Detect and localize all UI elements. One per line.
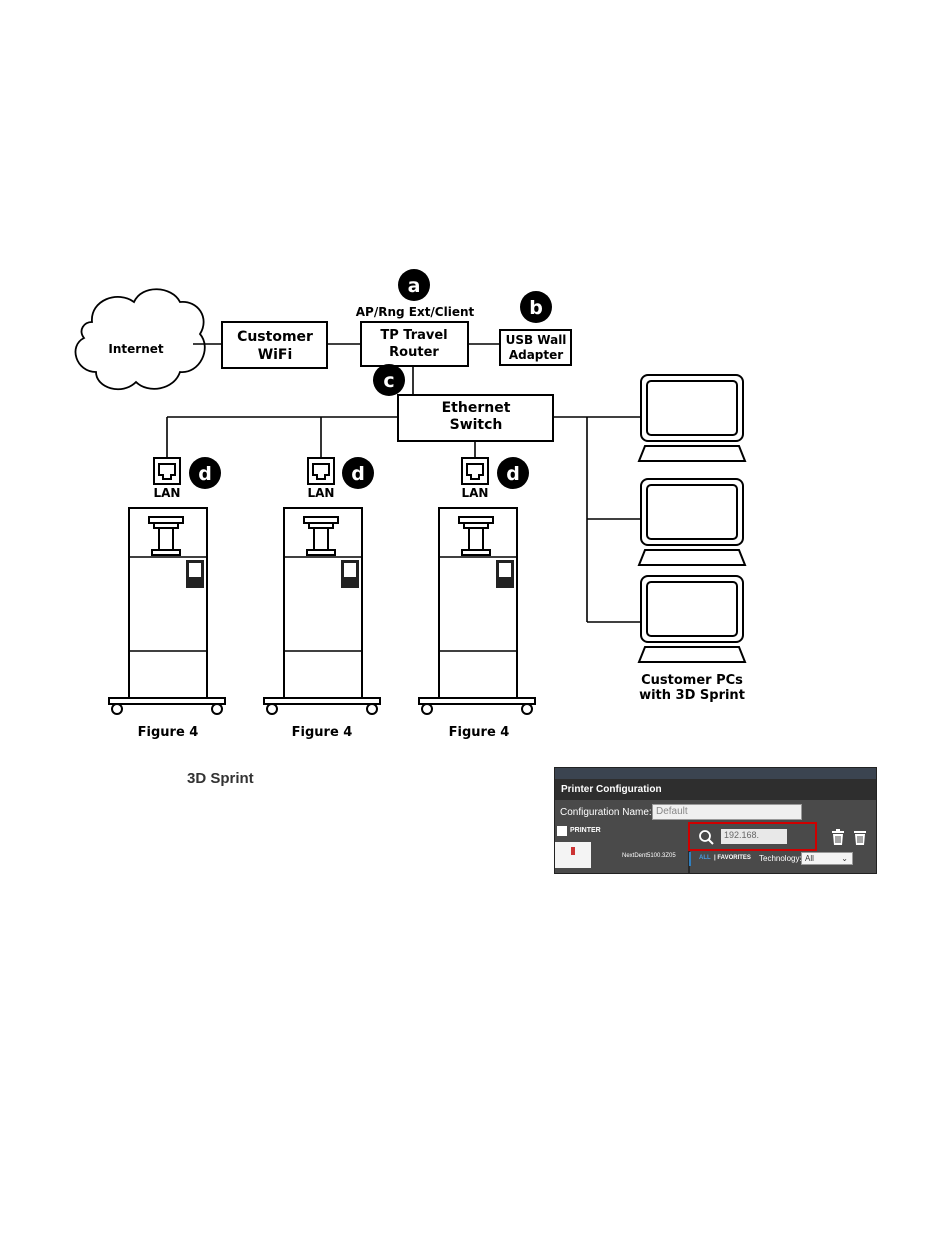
switch-label-line1: Ethernet <box>442 400 511 416</box>
printer-caption-2: Figure 4 <box>292 725 353 740</box>
lan-label-1: LAN <box>154 486 181 500</box>
lan-label-3: LAN <box>462 486 489 500</box>
configuration-name-label: Configuration Name: <box>560 807 652 818</box>
printer-illustration-1 <box>109 508 225 714</box>
ip-address-input[interactable]: 192.168. <box>721 829 787 844</box>
badge-c-label: c <box>383 370 394 392</box>
printer-thumbnail-mark <box>571 847 575 855</box>
customer-pc-2 <box>639 479 745 565</box>
tab-favorites[interactable]: | FAVORITES <box>714 855 751 861</box>
badge-a-label: a <box>408 275 421 297</box>
search-icon[interactable] <box>698 829 714 845</box>
printer-configuration-title: Printer Configuration <box>555 779 876 800</box>
trash-icon[interactable] <box>831 829 845 845</box>
badge-d-1-label: d <box>198 463 212 485</box>
printer-illustration-3 <box>419 508 535 714</box>
switch-label-line2: Switch <box>450 417 503 433</box>
badge-d-3: d <box>497 457 529 489</box>
lan-port-icon-3 <box>462 458 488 484</box>
internet-label: Internet <box>108 342 163 356</box>
active-tab-indicator <box>689 852 691 866</box>
badge-d-2-label: d <box>351 463 365 485</box>
section-heading: 3D Sprint <box>187 770 254 787</box>
badge-a: a <box>398 269 430 301</box>
pcs-caption-line2: with 3D Sprint <box>639 688 745 703</box>
badge-c: c <box>373 364 405 396</box>
printer-icon <box>557 826 567 836</box>
usb-adapter-label-line1: USB Wall <box>506 333 567 347</box>
customer-wifi-label-line2: WiFi <box>258 347 293 363</box>
printer-illustration-2 <box>264 508 380 714</box>
delete-all-icon[interactable] <box>852 829 868 845</box>
customer-wifi-label-line1: Customer <box>237 329 313 345</box>
badge-b-label: b <box>529 297 543 319</box>
lan-label-2: LAN <box>308 486 335 500</box>
window-top-strip <box>555 768 876 779</box>
customer-pc-1 <box>639 375 745 461</box>
printer-configuration-screenshot: Printer Configuration Configuration Name… <box>554 767 877 874</box>
technology-label: Technology: <box>759 854 802 863</box>
printer-section-label: PRINTER <box>570 827 601 834</box>
printer-caption-1: Figure 4 <box>138 725 199 740</box>
router-label-line1: TP Travel <box>380 328 447 343</box>
usb-adapter-label-line2: Adapter <box>509 348 563 362</box>
printer-thumbnail[interactable] <box>555 842 591 868</box>
tab-all[interactable]: ALL <box>699 855 711 861</box>
lan-port-icon-1 <box>154 458 180 484</box>
configuration-name-input[interactable]: Default <box>652 804 802 820</box>
router-label-line2: Router <box>389 345 439 360</box>
pcs-caption-line1: Customer PCs <box>641 673 743 688</box>
technology-select[interactable]: All ⌄ <box>801 852 853 865</box>
badge-b: b <box>520 291 552 323</box>
router-caption: AP/Rng Ext/Client <box>356 305 475 319</box>
connection-lines <box>167 344 641 622</box>
chevron-down-icon: ⌄ <box>841 853 848 864</box>
customer-pc-3 <box>639 576 745 662</box>
printer-name[interactable]: NextDent5100.3Z05 <box>622 853 676 859</box>
badge-d-2: d <box>342 457 374 489</box>
internet-cloud <box>75 289 204 389</box>
lan-port-icon-2 <box>308 458 334 484</box>
badge-d-3-label: d <box>506 463 520 485</box>
printer-caption-3: Figure 4 <box>449 725 510 740</box>
technology-select-value: All <box>805 854 814 863</box>
badge-d-1: d <box>189 457 221 489</box>
